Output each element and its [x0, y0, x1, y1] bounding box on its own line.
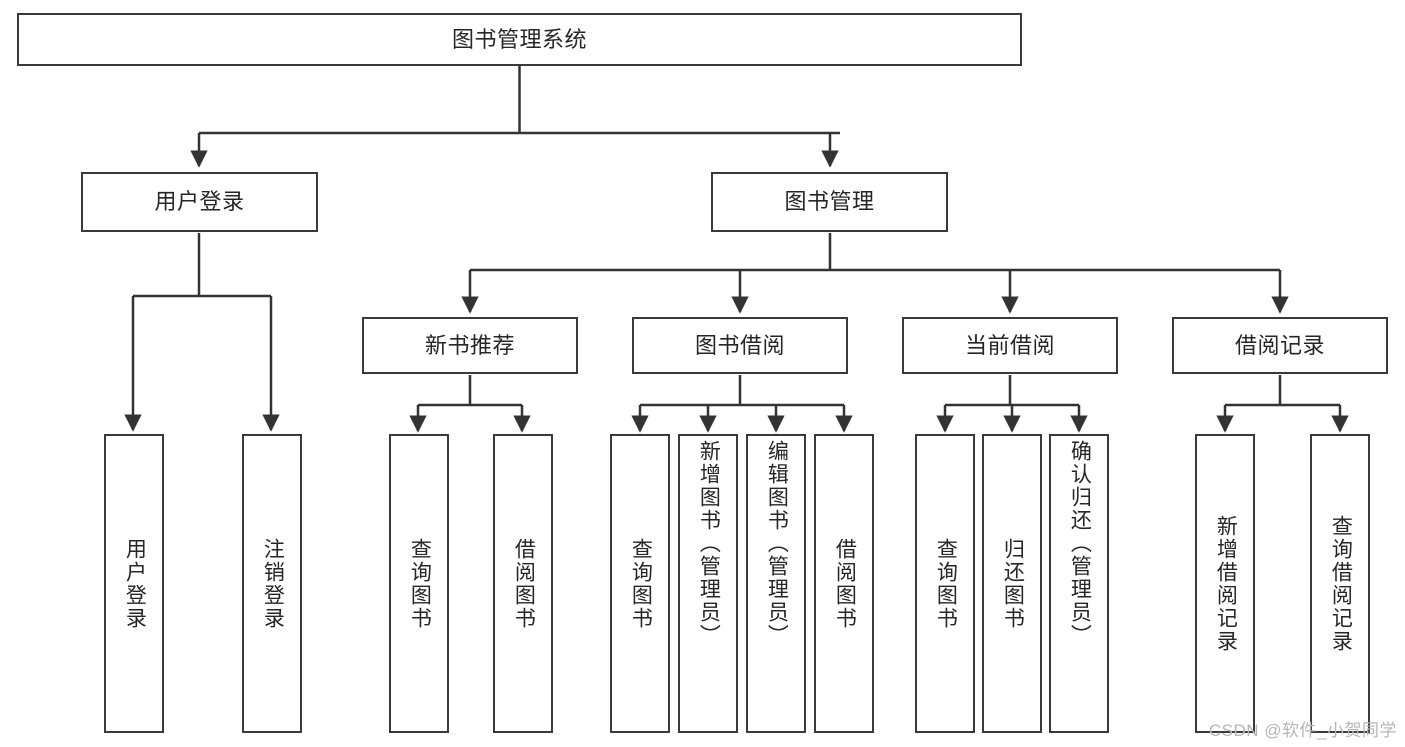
leaf-nb-borrow-book[interactable]: 借阅图书 — [493, 434, 553, 733]
node-root-system-label: 图书管理系统 — [451, 26, 587, 52]
node-current-borrow[interactable]: 当前借阅 — [902, 317, 1118, 374]
node-new-book-recommend-label: 新书推荐 — [424, 332, 515, 358]
leaf-br-query-record-label: 查询借阅记录 — [1329, 514, 1353, 653]
leaf-bb-query-book-label: 查询图书 — [629, 537, 653, 630]
leaf-cb-return-book[interactable]: 归还图书 — [982, 434, 1042, 733]
leaf-bb-edit-book-label: 编辑图书（管理员） — [765, 440, 789, 647]
leaf-br-add-record[interactable]: 新增借阅记录 — [1195, 434, 1255, 733]
node-user-login-label: 用户登录 — [154, 189, 245, 215]
leaf-bb-borrow-book[interactable]: 借阅图书 — [814, 434, 874, 733]
leaf-bb-query-book[interactable]: 查询图书 — [610, 434, 670, 733]
leaf-bb-borrow-book-label: 借阅图书 — [833, 537, 857, 630]
node-user-login[interactable]: 用户登录 — [81, 172, 318, 232]
node-root-system[interactable]: 图书管理系统 — [17, 13, 1022, 66]
node-borrow-record[interactable]: 借阅记录 — [1172, 317, 1388, 374]
node-book-manage-label: 图书管理 — [784, 189, 875, 215]
leaf-cb-query-book[interactable]: 查询图书 — [915, 434, 975, 733]
leaf-nb-query-book[interactable]: 查询图书 — [389, 434, 449, 733]
leaf-user-login-label: 用户登录 — [123, 537, 147, 630]
leaf-cb-query-book-label: 查询图书 — [934, 537, 958, 630]
node-borrow-record-label: 借阅记录 — [1234, 332, 1325, 358]
leaf-logout[interactable]: 注销登录 — [242, 434, 302, 733]
watermark-text: CSDN @软件_小贺同学 — [1208, 721, 1397, 740]
leaf-cb-confirm-return-label: 确认归还（管理员） — [1068, 440, 1092, 647]
leaf-br-add-record-label: 新增借阅记录 — [1214, 514, 1238, 653]
node-current-borrow-label: 当前借阅 — [964, 332, 1055, 358]
node-new-book-recommend[interactable]: 新书推荐 — [362, 317, 578, 374]
leaf-bb-add-book-label: 新增图书（管理员） — [697, 440, 721, 647]
leaf-bb-add-book[interactable]: 新增图书（管理员） — [678, 434, 738, 733]
leaf-cb-return-book-label: 归还图书 — [1001, 537, 1025, 630]
leaf-nb-borrow-book-label: 借阅图书 — [512, 537, 536, 630]
leaf-cb-confirm-return[interactable]: 确认归还（管理员） — [1049, 434, 1109, 733]
leaf-br-query-record[interactable]: 查询借阅记录 — [1310, 434, 1370, 733]
node-book-manage[interactable]: 图书管理 — [711, 172, 948, 232]
leaf-bb-edit-book[interactable]: 编辑图书（管理员） — [746, 434, 806, 733]
leaf-nb-query-book-label: 查询图书 — [408, 537, 432, 630]
node-book-borrow-label: 图书借阅 — [694, 332, 785, 358]
leaf-user-login[interactable]: 用户登录 — [104, 434, 164, 733]
node-book-borrow[interactable]: 图书借阅 — [632, 317, 848, 374]
leaf-logout-label: 注销登录 — [261, 537, 285, 630]
